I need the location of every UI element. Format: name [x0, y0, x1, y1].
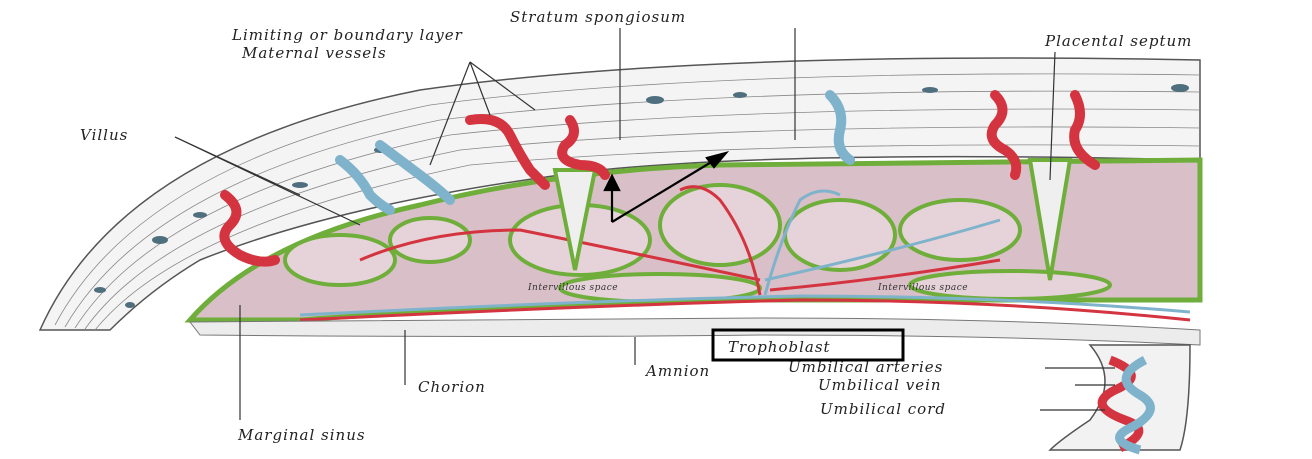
label-villus: Villus — [80, 126, 128, 144]
label-trophoblast: Trophoblast — [728, 338, 831, 356]
label-chorion: Chorion — [418, 378, 486, 396]
label-maternal-vessels: Maternal vessels — [241, 44, 387, 62]
label-limiting-layer: Limiting or boundary layer — [231, 26, 463, 44]
label-umbilical-arteries: Umbilical arteries — [788, 358, 943, 376]
label-intervillous-space-right: Intervillous space — [877, 283, 968, 293]
label-marginal-sinus: Marginal sinus — [237, 426, 366, 444]
label-intervillous-space-left: Intervillous space — [527, 283, 618, 293]
label-umbilical-cord: Umbilical cord — [820, 400, 946, 418]
chorion-membrane — [190, 318, 1200, 345]
label-stratum-spongiosum: Stratum spongiosum — [510, 8, 686, 26]
label-amnion: Amnion — [644, 362, 710, 380]
label-umbilical-vein: Umbilical vein — [818, 376, 942, 394]
label-placental-septum: Placental septum — [1044, 32, 1192, 50]
